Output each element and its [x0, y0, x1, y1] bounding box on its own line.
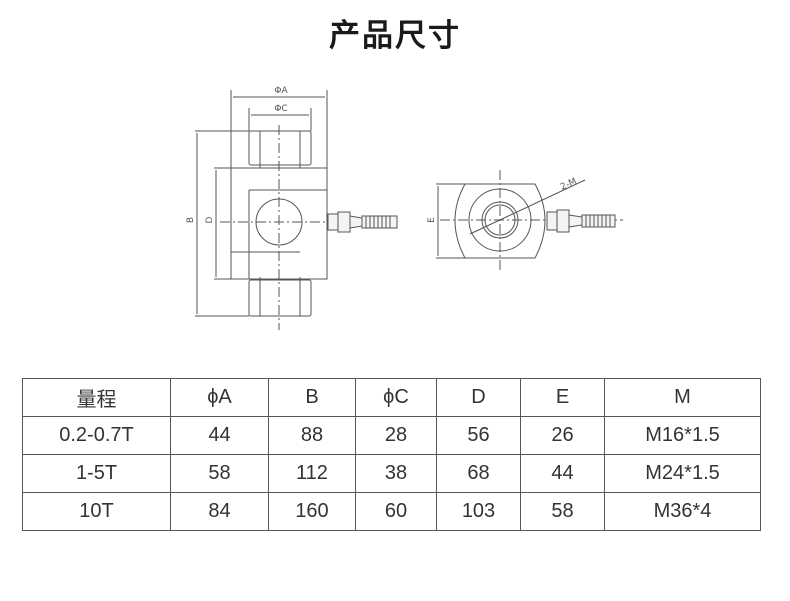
header-phiA: ϕA: [170, 378, 269, 417]
cell: M36*4: [604, 492, 761, 531]
label-D: D: [205, 216, 215, 223]
table-header-row: 量程 ϕA B ϕC D E M: [22, 378, 761, 417]
label-phiA: ΦA: [274, 86, 288, 96]
cell: M16*1.5: [604, 416, 761, 455]
header-range: 量程: [22, 378, 171, 417]
cell: 1-5T: [22, 454, 171, 493]
cell: 60: [355, 492, 437, 531]
cell: 112: [268, 454, 356, 493]
cell: 0.2-0.7T: [22, 416, 171, 455]
page-title: 产品尺寸: [329, 18, 461, 54]
cell: 58: [170, 454, 269, 493]
bottom-clevis: [248, 279, 312, 317]
table-row: 10T 84 160 60 103 58 M36*4: [22, 492, 761, 531]
front-view: ΦA ΦC B D: [186, 86, 398, 330]
cell: 38: [355, 454, 437, 493]
connector: [327, 211, 398, 233]
table-row: 0.2-0.7T 44 88 28 56 26 M16*1.5: [22, 416, 761, 455]
cell: 88: [268, 416, 356, 455]
dimension-drawing: ΦA ΦC B D 2-M E: [186, 86, 623, 330]
top-clevis: [248, 130, 312, 166]
header-E: E: [520, 378, 605, 417]
cell: 103: [436, 492, 521, 531]
cell: 28: [355, 416, 437, 455]
cell: 26: [520, 416, 605, 455]
cell: 68: [436, 454, 521, 493]
cell: M24*1.5: [604, 454, 761, 493]
label-B: B: [186, 217, 196, 223]
label-2M: 2-M: [559, 177, 578, 193]
cell: 10T: [22, 492, 171, 531]
cell: 160: [268, 492, 356, 531]
cell: 58: [520, 492, 605, 531]
header-B: B: [268, 378, 356, 417]
cell: 56: [436, 416, 521, 455]
label-E: E: [427, 217, 437, 223]
header-D: D: [436, 378, 521, 417]
dimension-table: 量程 ϕA B ϕC D E M 0.2-0.7T 44 88 28 56 26…: [22, 378, 761, 531]
body: [230, 167, 328, 280]
cell: 84: [170, 492, 269, 531]
label-phiC: ΦC: [274, 104, 287, 114]
table-row: 1-5T 58 112 38 68 44 M24*1.5: [22, 454, 761, 493]
side-connector: [546, 209, 616, 233]
header-M: M: [604, 378, 761, 417]
side-view: 2-M E: [427, 170, 623, 270]
cell: 44: [170, 416, 269, 455]
cell: 44: [520, 454, 605, 493]
header-phiC: ϕC: [355, 378, 437, 417]
